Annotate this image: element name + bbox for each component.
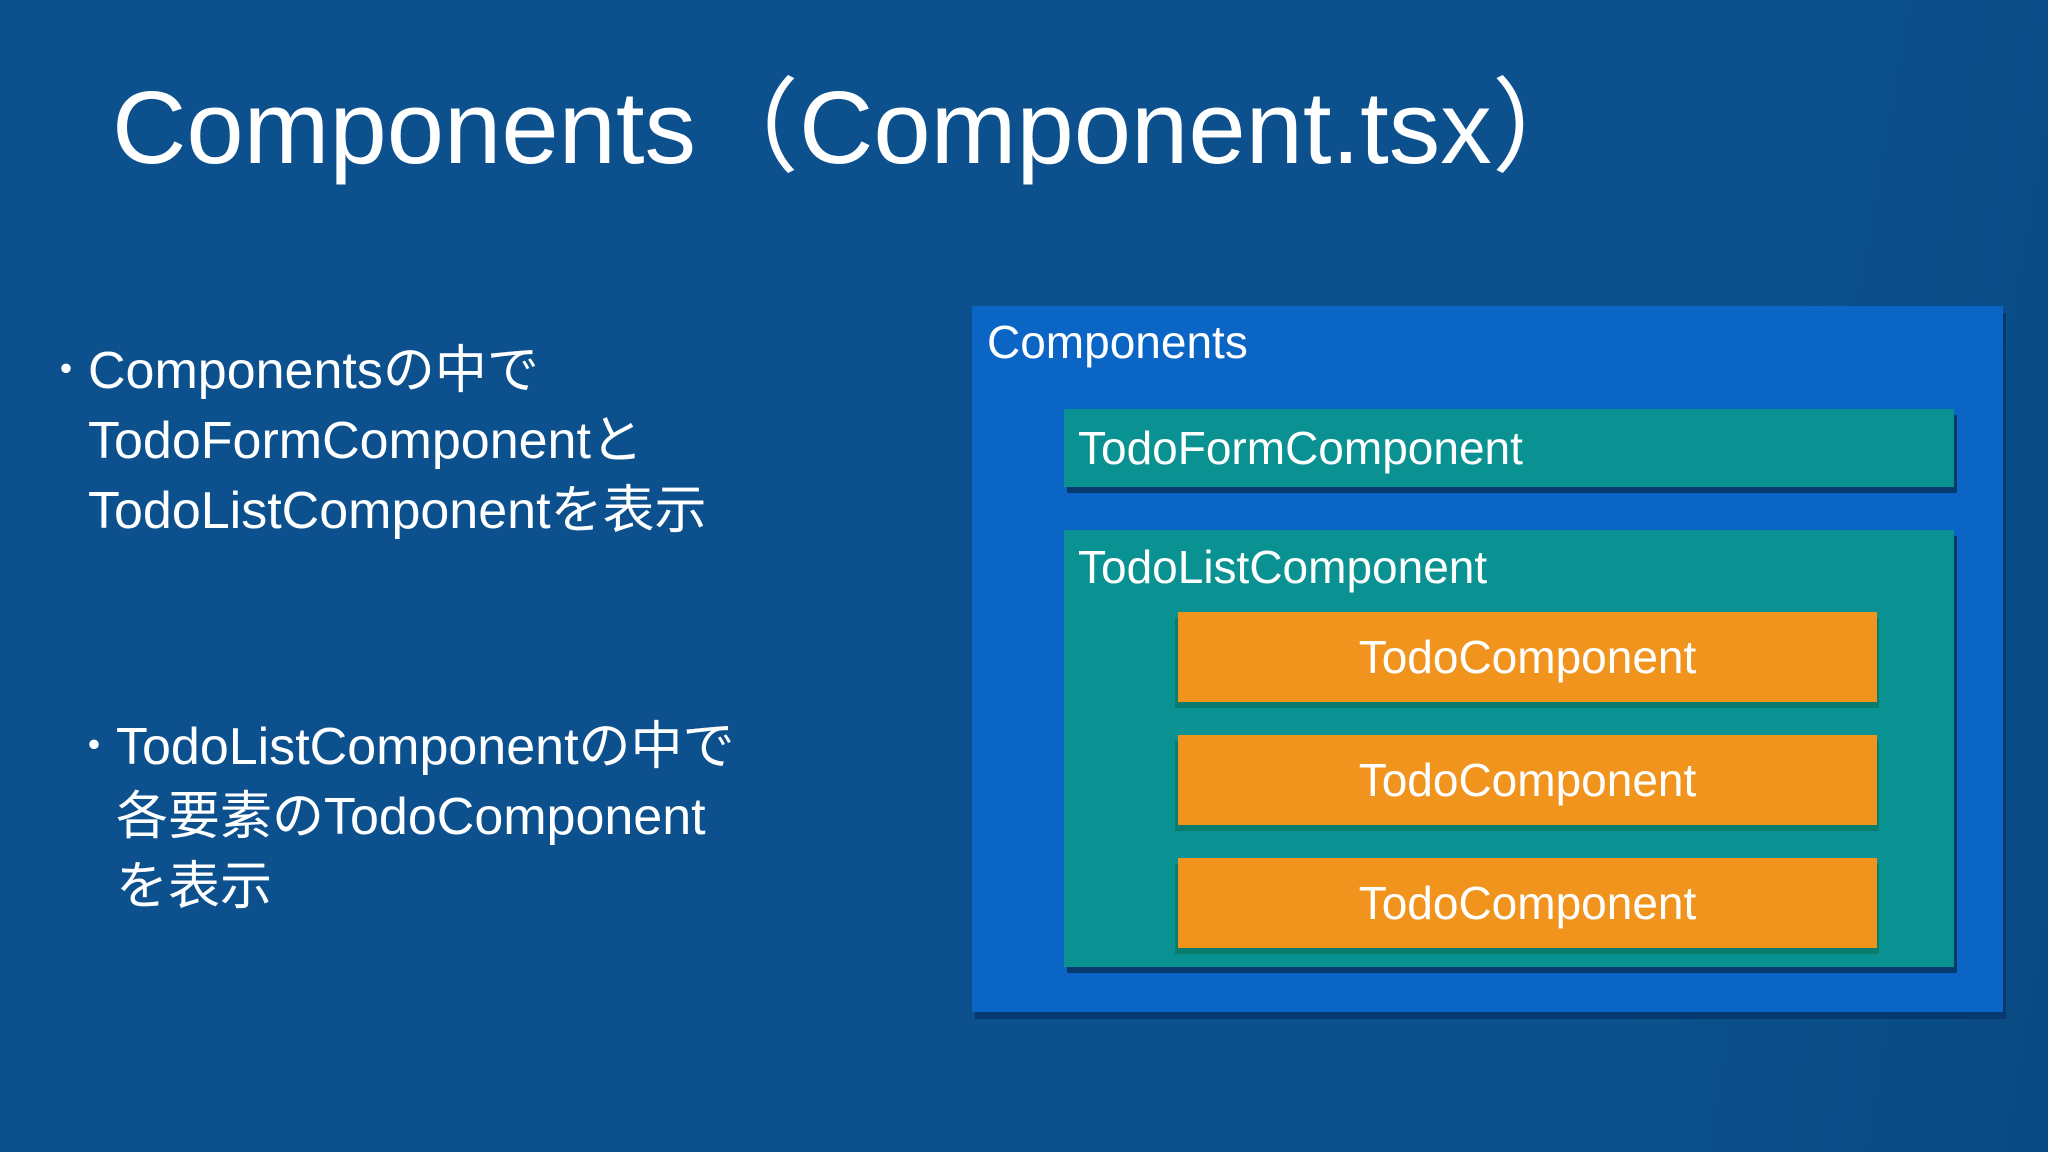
bullet-item-2: ・ TodoListComponentの中で 各要素のTodoComponent…	[44, 712, 944, 922]
bullet-line: 各要素のTodoComponent	[116, 788, 706, 846]
todoform-component-label: TodoFormComponent	[1078, 422, 1523, 474]
components-diagram: Components TodoFormComponent TodoListCom…	[972, 306, 2003, 1012]
bullet-line: を表示	[116, 858, 273, 916]
bullet-marker: ・	[72, 722, 116, 771]
bullet-text: TodoListComponentの中で 各要素のTodoComponent を…	[116, 712, 944, 922]
bullet-line: TodoFormComponentと	[88, 412, 643, 470]
todolist-component-label: TodoListComponent	[1078, 541, 1488, 593]
todo-component-box-2: TodoComponent	[1178, 735, 1877, 825]
bullet-line: TodoListComponentを表示	[88, 482, 707, 540]
todo-component-box-1: TodoComponent	[1178, 612, 1877, 702]
bullet-text: Componentsの中で TodoFormComponentと TodoLis…	[88, 336, 944, 546]
bullet-item-1: ・ Componentsの中で TodoFormComponentと TodoL…	[44, 336, 944, 546]
bullet-marker: ・	[44, 346, 88, 395]
components-box-label: Components	[987, 316, 1248, 368]
todolist-component-box: TodoListComponent TodoComponent TodoComp…	[1064, 530, 1954, 967]
bullet-list: ・ Componentsの中で TodoFormComponentと TodoL…	[44, 336, 944, 922]
todoform-component-box: TodoFormComponent	[1064, 409, 1954, 487]
slide-title: Components（Component.tsx）	[112, 70, 1595, 185]
todo-component-box-3: TodoComponent	[1178, 858, 1877, 948]
bullet-line: Componentsの中で	[88, 342, 539, 400]
bullet-line: TodoListComponentの中で	[116, 718, 735, 776]
